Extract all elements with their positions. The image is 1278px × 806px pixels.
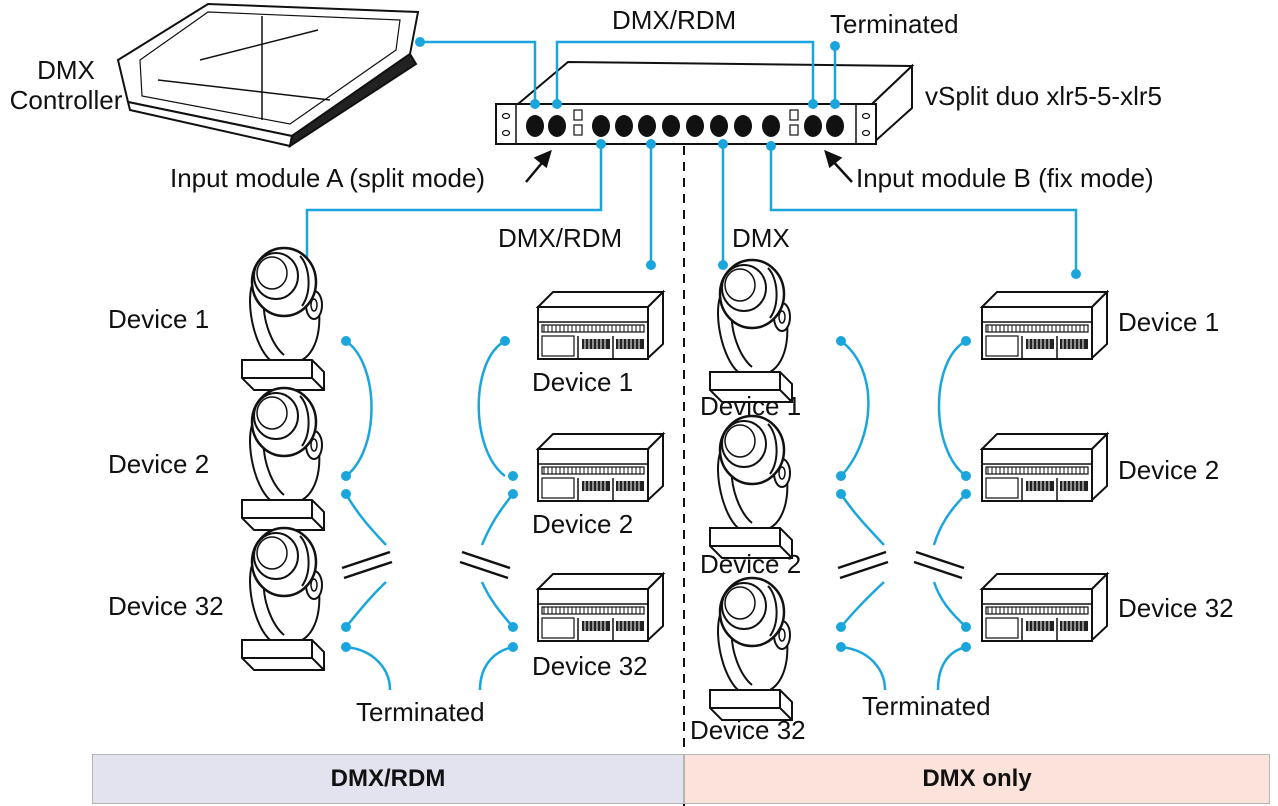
dimmer-right-device-32-label: Device 32 — [1118, 593, 1234, 623]
dmx-controller-icon — [116, 2, 420, 149]
break-marks — [341, 550, 965, 580]
input-b-label: Input module B (fix mode) — [856, 163, 1154, 193]
dimmer-left-device-2-label: Device 2 — [532, 509, 634, 539]
dimmer-left-device-32-label: Device 32 — [532, 651, 648, 681]
right-device-32-label: Device 32 — [690, 715, 806, 745]
splitter-name-label: vSplit duo xlr5-5-xlr5 — [925, 81, 1162, 111]
right-device-1-label: Device 1 — [700, 391, 802, 421]
left-device-1-label: Device 1 — [108, 304, 210, 334]
cables — [305, 40, 1078, 691]
zone-dmx-only-label: DMX only — [922, 765, 1032, 792]
dmx-rdm-mid-label: DMX/RDM — [498, 223, 623, 253]
dimmer-right-device-2-label: Device 2 — [1118, 455, 1220, 485]
left-device-2-label: Device 2 — [108, 449, 210, 479]
dimmer-left-device-1-label: Device 1 — [532, 367, 634, 397]
zone-dmx-rdm-bar: DMX/RDM — [92, 754, 684, 804]
terminated-top-label: Terminated — [830, 9, 959, 39]
zone-dmx-only-bar: DMX only — [684, 754, 1270, 804]
input-a-label: Input module A (split mode) — [170, 163, 486, 193]
dmx-rdm-top-label: DMX/RDM — [612, 5, 737, 35]
dimmer-right-device-1-label: Device 1 — [1118, 307, 1220, 337]
dimmer-pack-icon — [537, 291, 1108, 642]
right-device-2-label: Device 2 — [700, 549, 802, 579]
left-terminated-label: Terminated — [356, 697, 485, 727]
right-terminated-label: Terminated — [862, 691, 991, 721]
dmx-mid-label: DMX — [732, 223, 790, 253]
controller-label: DMX Controller — [9, 55, 123, 115]
zone-dmx-rdm-label: DMX/RDM — [330, 765, 446, 792]
left-device-32-label: Device 32 — [108, 591, 224, 621]
arrows — [525, 149, 853, 183]
